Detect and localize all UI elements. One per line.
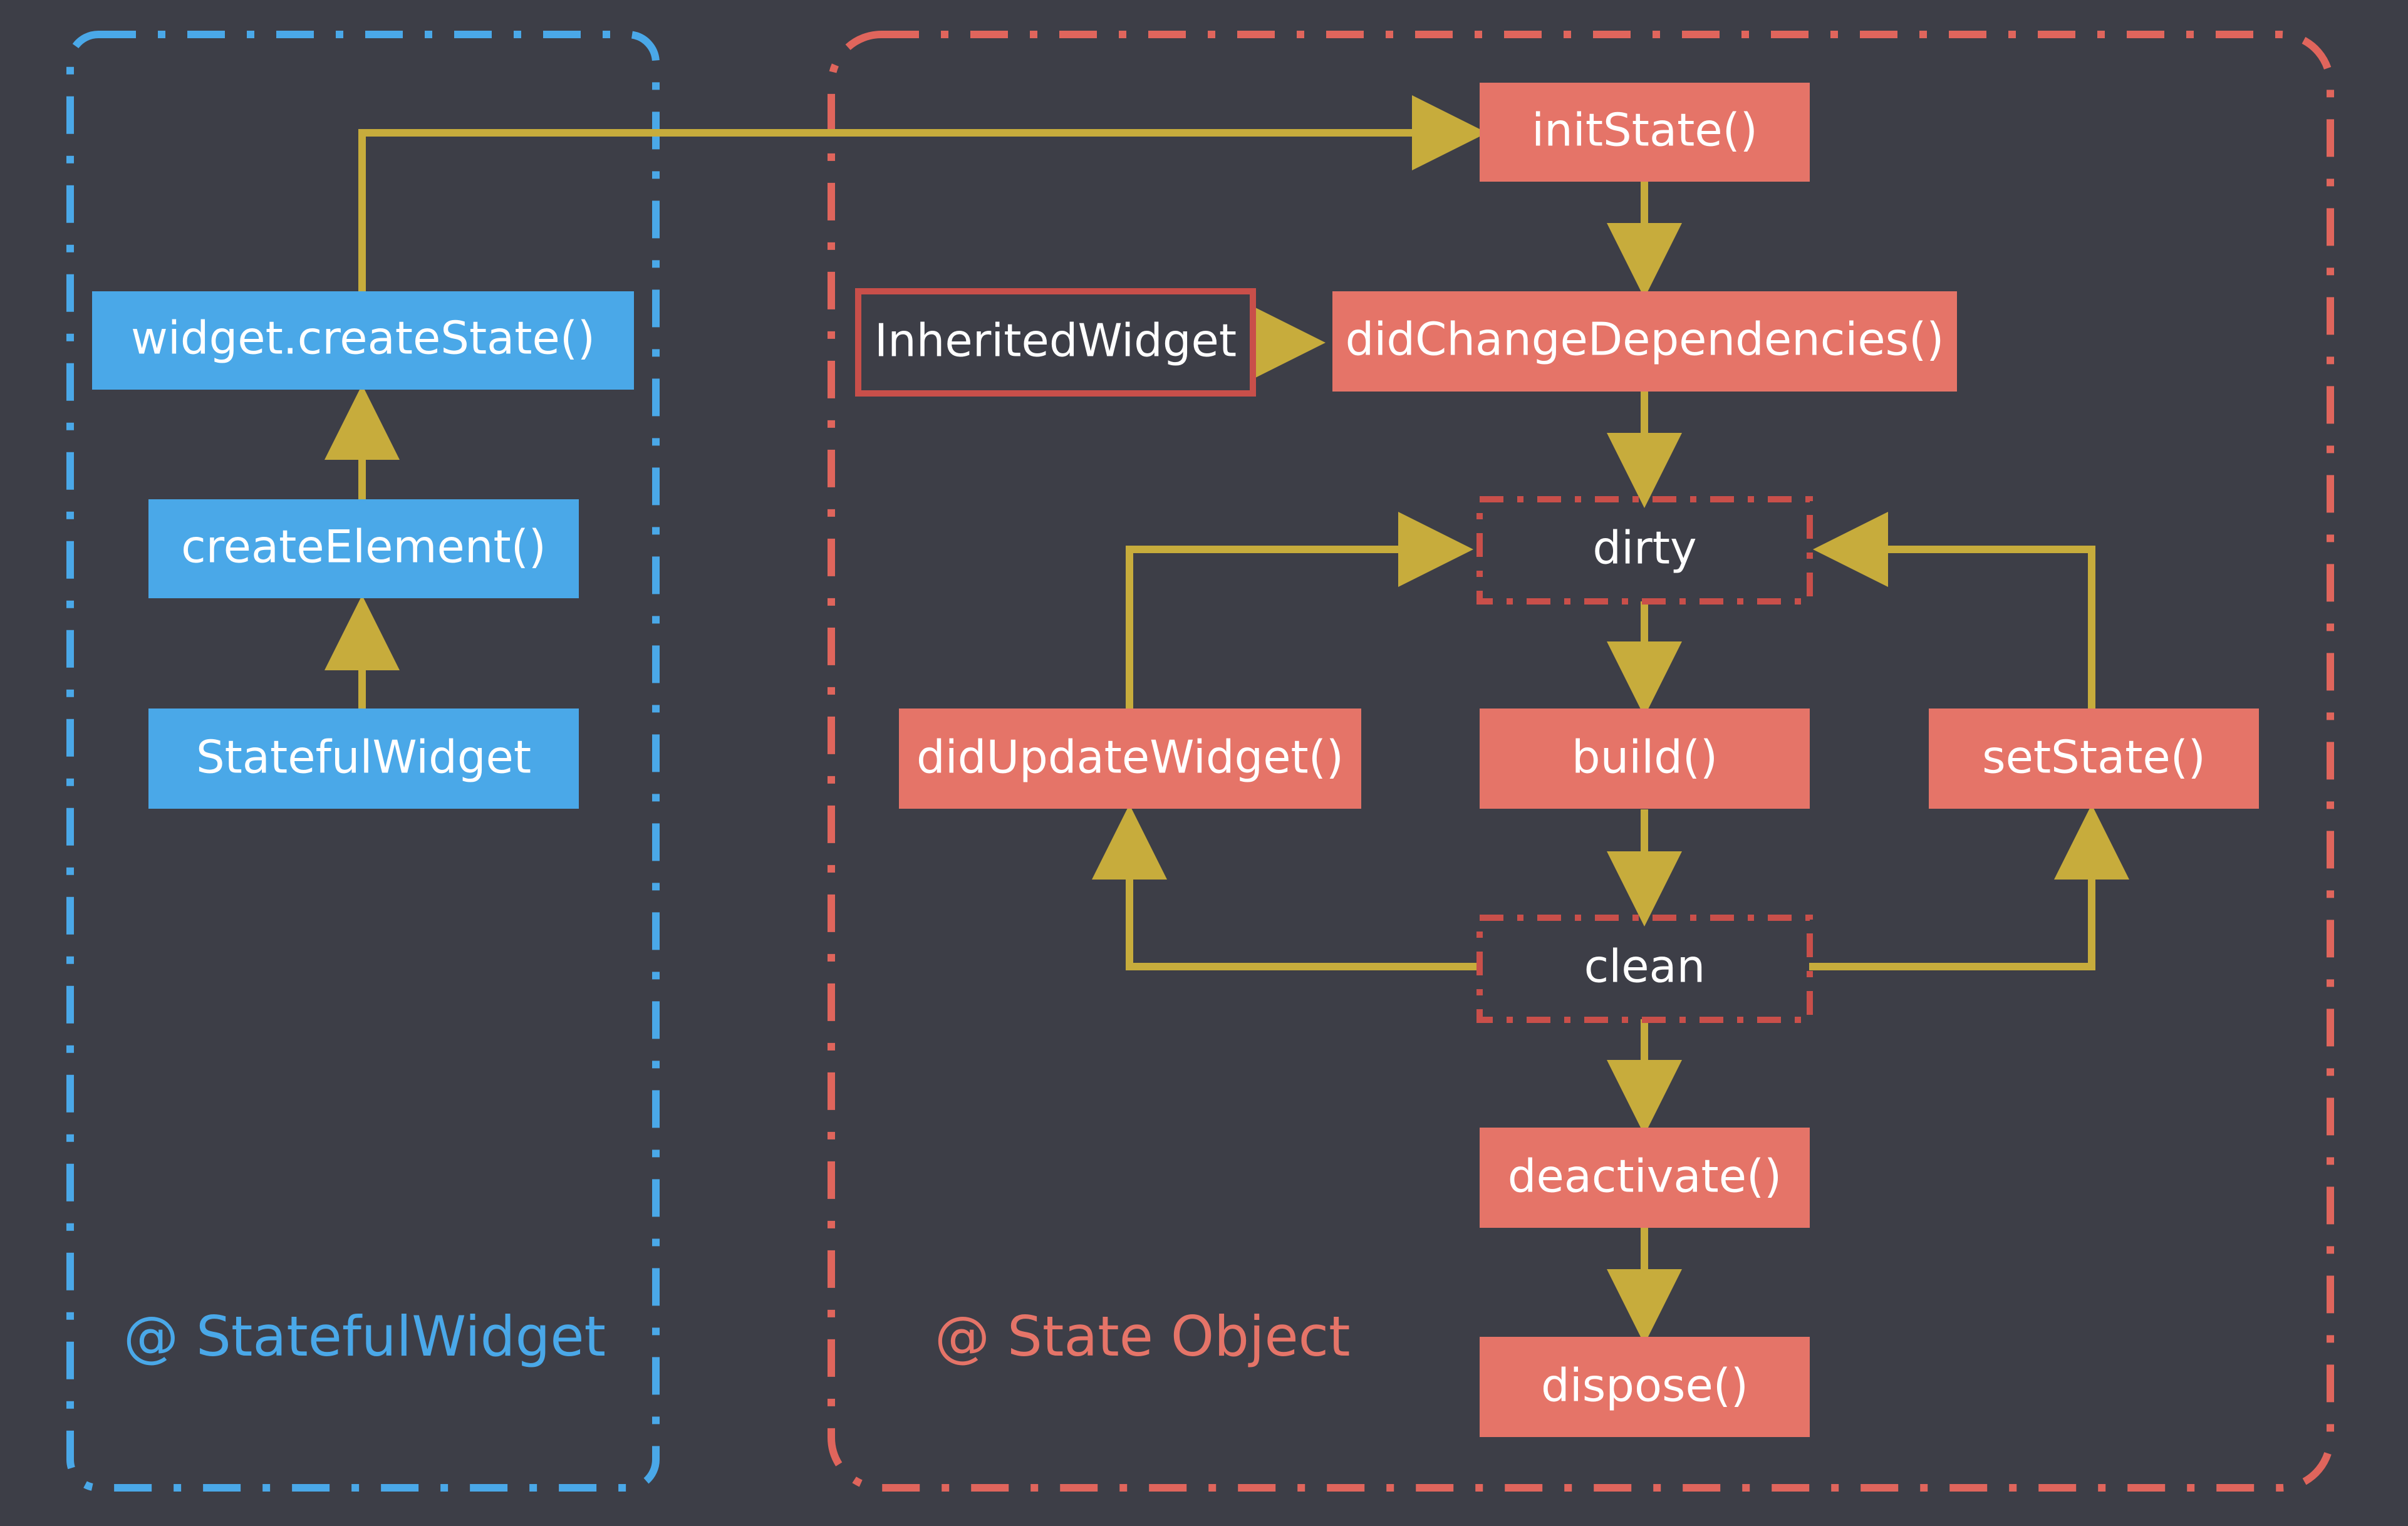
node-set-state-label: setState() <box>1982 731 2206 784</box>
node-clean: clean <box>1476 915 1813 1023</box>
arrow-create-state-to-init-state <box>358 95 1487 291</box>
arrow-clean-to-set-state <box>1809 804 2129 970</box>
node-stateful-widget: StatefulWidget <box>148 708 579 809</box>
arrow-clean-to-did-update-widget <box>1092 804 1480 970</box>
connectors <box>324 95 2129 1344</box>
node-deactivate-label: deactivate() <box>1508 1150 1782 1203</box>
node-inherited-widget: InheritedWidget <box>855 288 1256 397</box>
node-deactivate: deactivate() <box>1480 1128 1810 1228</box>
node-set-state: setState() <box>1929 708 2259 809</box>
arrow-did-update-widget-to-dirty <box>1126 512 1473 708</box>
node-stateful-widget-label: StatefulWidget <box>196 731 531 784</box>
node-did-update-widget-label: didUpdateWidget() <box>916 731 1344 784</box>
node-build: build() <box>1480 708 1810 809</box>
node-clean-label: clean <box>1584 940 1706 993</box>
node-inherited-widget-label: InheritedWidget <box>874 314 1237 367</box>
stateful-widget-group-label: @ StatefulWidget <box>123 1304 606 1369</box>
node-init-state: initState() <box>1480 83 1810 182</box>
state-object-group-label: @ State Object <box>935 1304 1350 1369</box>
node-did-change-dependencies: didChangeDependencies() <box>1332 291 1957 392</box>
node-did-update-widget: didUpdateWidget() <box>899 708 1361 809</box>
node-build-label: build() <box>1572 731 1718 784</box>
node-create-element-label: createElement() <box>181 521 546 573</box>
node-dispose-label: dispose() <box>1541 1359 1748 1412</box>
node-init-state-label: initState() <box>1532 104 1758 157</box>
node-dirty-label: dirty <box>1592 522 1696 574</box>
node-widget-create-state-label: widget.createState() <box>131 312 595 365</box>
node-dirty: dirty <box>1476 496 1813 605</box>
node-create-element: createElement() <box>148 499 579 598</box>
node-dispose: dispose() <box>1480 1337 1810 1437</box>
arrow-set-state-to-dirty <box>1813 512 2095 708</box>
node-did-change-dependencies-label: didChangeDependencies() <box>1346 313 1944 366</box>
state-object-group <box>828 31 2334 1492</box>
stateful-widget-group <box>66 31 660 1492</box>
node-widget-create-state: widget.createState() <box>92 291 634 390</box>
